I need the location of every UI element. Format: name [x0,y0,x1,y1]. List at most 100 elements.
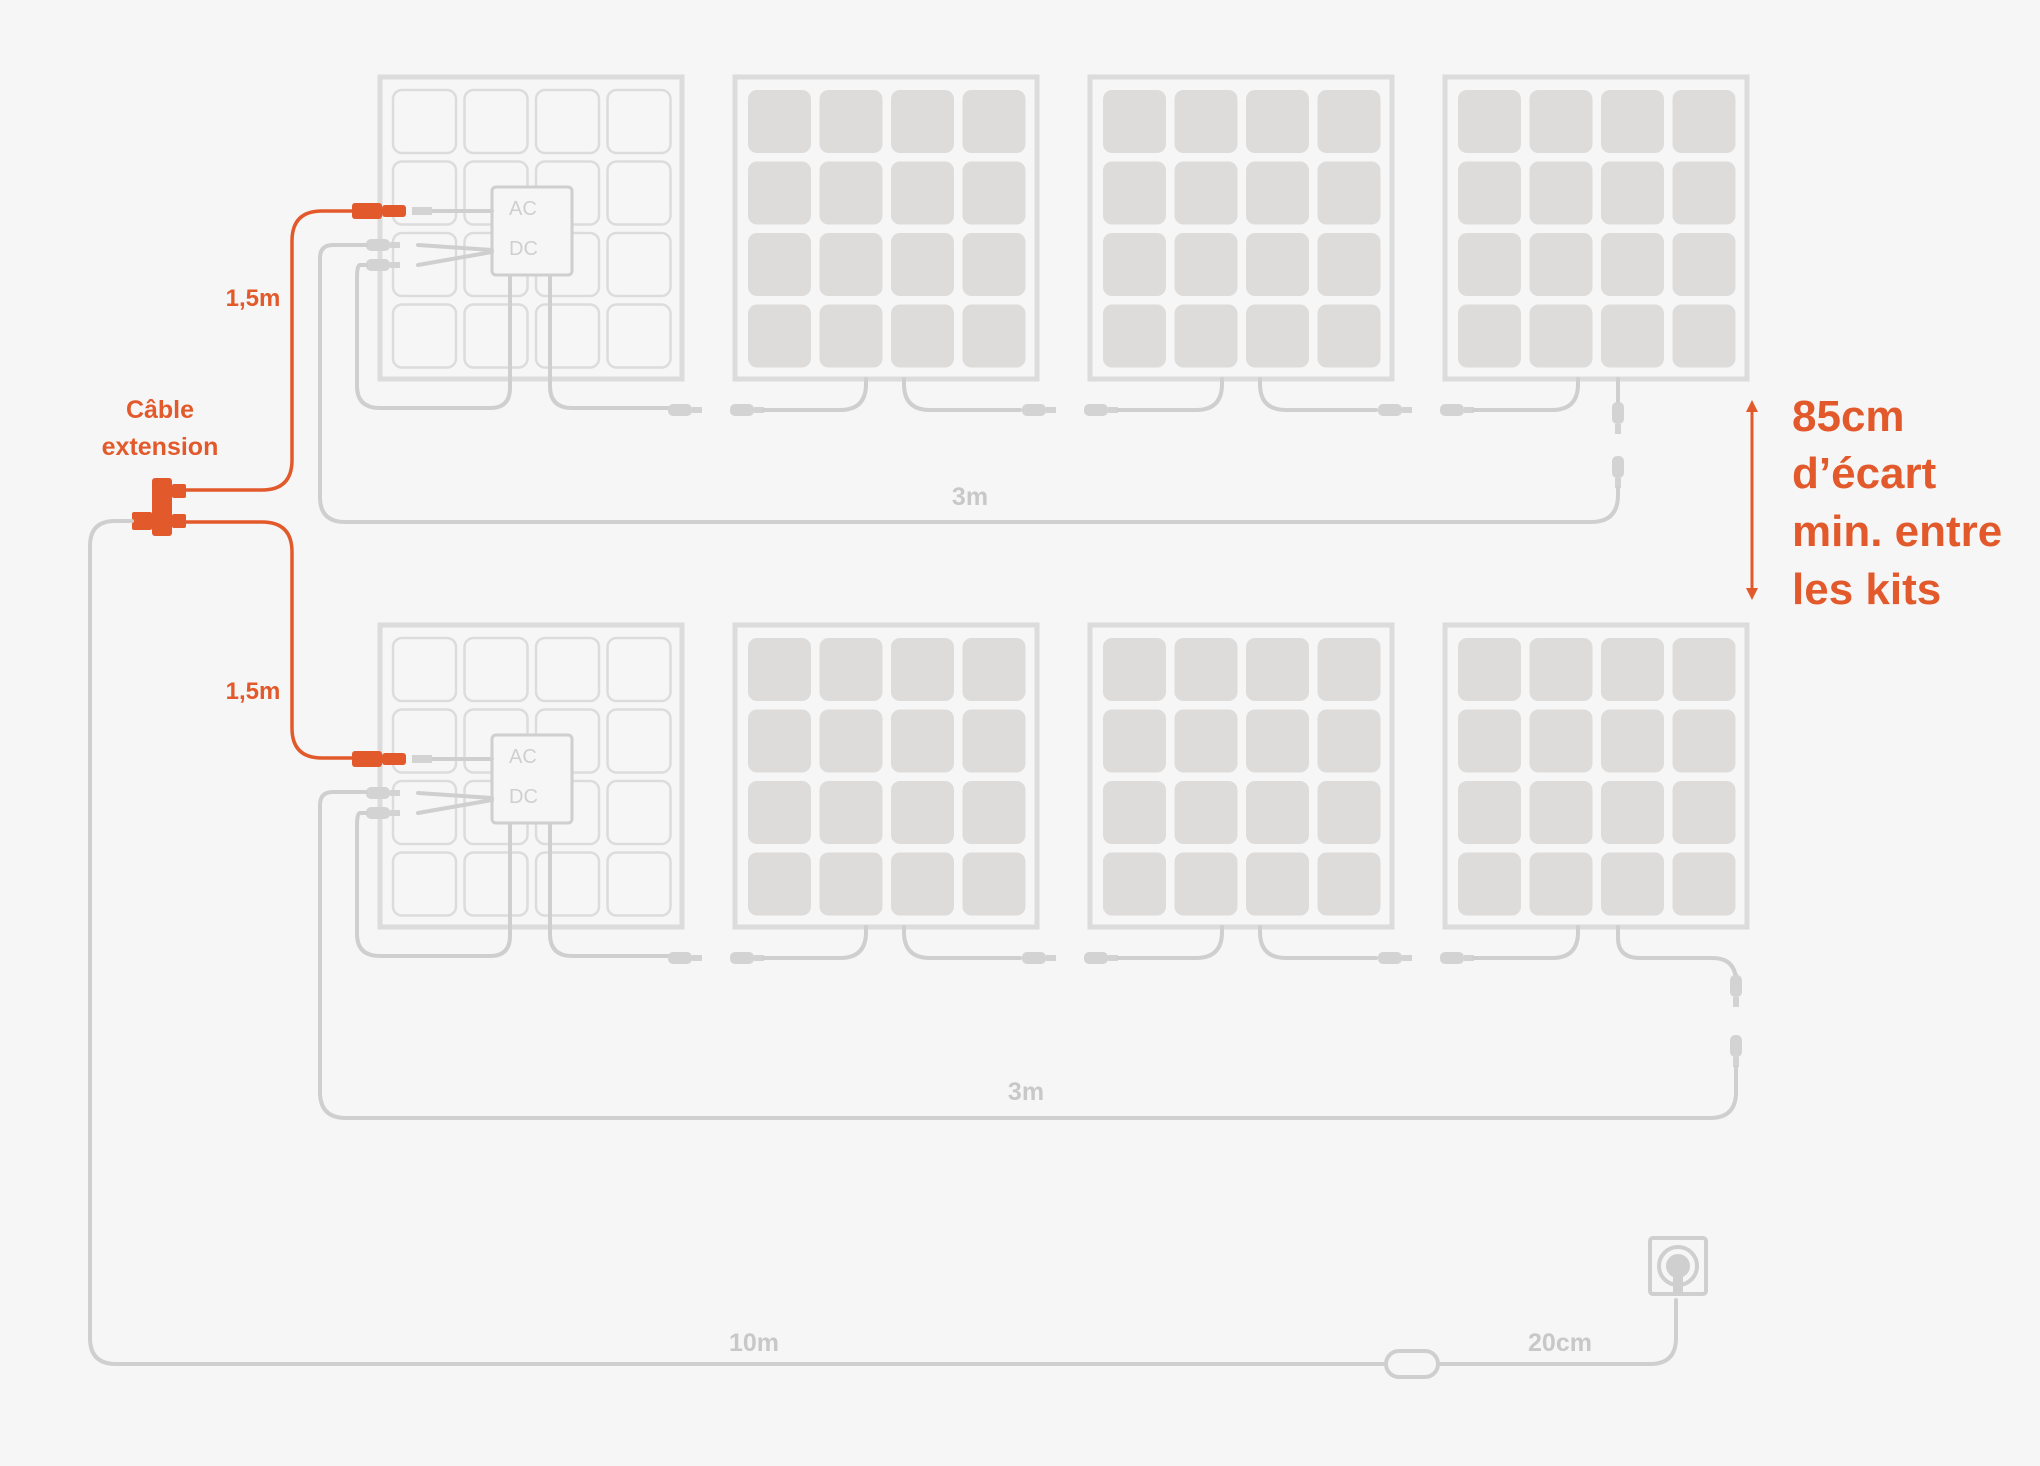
solar-cell [748,638,811,701]
mc4-connector-icon [668,952,702,964]
branch-length-top: 1,5m [226,285,281,312]
cable [902,377,1022,412]
solar-cell [1458,638,1521,701]
solar-cell [1672,638,1736,701]
double-arrow-icon [1746,400,1758,600]
solar-cell [1174,852,1238,916]
solar-cell [1529,638,1593,701]
solar-cell [1601,90,1664,153]
solar-cell [748,781,811,844]
mc4-connector-icon [366,239,400,251]
solar-cell [606,88,672,155]
solar-cell [606,779,672,846]
solar-cell [1246,709,1309,773]
inverter-box [490,733,574,825]
cable [416,798,494,815]
solar-cell [606,851,672,917]
mc4-connector-icon [1730,975,1742,1007]
solar-cell [962,852,1026,916]
mc4-connector-icon [1440,404,1474,416]
solar-cell [819,709,883,773]
cable [1258,377,1378,412]
solar-cell [891,781,954,844]
solar-cell [1672,852,1736,916]
cable [902,925,1022,960]
socket-cable [1436,1298,1678,1366]
mc4-connector-icon [1084,952,1118,964]
cable [416,791,494,800]
solar-cell [1529,852,1593,916]
solar-cell [1103,781,1166,844]
solar-cell [534,303,601,369]
solar-cell [891,90,954,153]
solar-cell [962,90,1026,153]
solar-cell [606,160,672,226]
solar-cell [891,233,954,296]
cable [416,250,494,267]
solar-cell [1458,304,1521,368]
solar-cell [1458,161,1521,225]
solar-cell [1246,304,1309,368]
return-cable-top [318,243,1620,524]
solar-cell [1103,161,1166,225]
mc4-connector-icon [1612,456,1624,488]
solar-cell [1601,304,1664,368]
solar-cell [1174,638,1238,701]
cable [762,377,868,412]
mc4-connector-icon [1612,402,1624,434]
solar-cell [1317,161,1381,225]
cable [1472,377,1580,412]
solar-cell [1246,90,1309,153]
solar-cell [819,90,883,153]
solar-cell [1174,304,1238,368]
return-cable-bottom [318,790,1738,1120]
y-splitter-icon [132,478,186,536]
panel-frame [1087,74,1395,382]
solar-cell [391,851,458,917]
solar-cell [1317,781,1381,844]
cable [1472,925,1580,960]
cable [355,811,512,958]
solar-cell [1458,709,1521,773]
spacing-note-line3: min. entre [1792,507,2002,556]
mc4-connector-icon [366,787,400,799]
branch-length-bottom: 1,5m [226,678,281,705]
wall-socket-icon [1648,1236,1708,1296]
solar-cell [463,303,529,369]
panel-frame [1442,74,1750,382]
solar-cell [1317,709,1381,773]
mc4-connector-icon [1378,952,1412,964]
solar-panel [377,74,685,382]
solar-cell [1317,852,1381,916]
main-cable-length: 10m [729,1329,779,1357]
row-cable-length-bottom: 3m [1008,1078,1044,1106]
solar-panels [377,74,1750,930]
solar-cell [1458,233,1521,296]
solar-panel [732,74,1040,382]
mc4-connector-icon [668,404,702,416]
solar-cell [391,88,458,155]
solar-cell [1601,852,1664,916]
solar-cell [391,708,458,774]
solar-cell [1246,852,1309,916]
panel-frame [1087,622,1395,930]
solar-cell [748,90,811,153]
solar-cell [891,304,954,368]
mc4-connector-icon [1378,404,1412,416]
solar-cell [962,638,1026,701]
solar-cell [1601,161,1664,225]
mc4-connector-icon [1022,404,1056,416]
solar-cell [1317,90,1381,153]
mc4-connector-icon [730,952,764,964]
solar-cell [891,852,954,916]
cable [1616,925,1738,984]
solar-cell [1529,161,1593,225]
solar-cell [1529,90,1593,153]
solar-cell [1103,709,1166,773]
solar-cell [1317,638,1381,701]
solar-cell [1174,233,1238,296]
solar-panel [1442,622,1750,930]
main-cable [88,519,1388,1366]
spacing-note-line4: les kits [1792,565,1941,614]
